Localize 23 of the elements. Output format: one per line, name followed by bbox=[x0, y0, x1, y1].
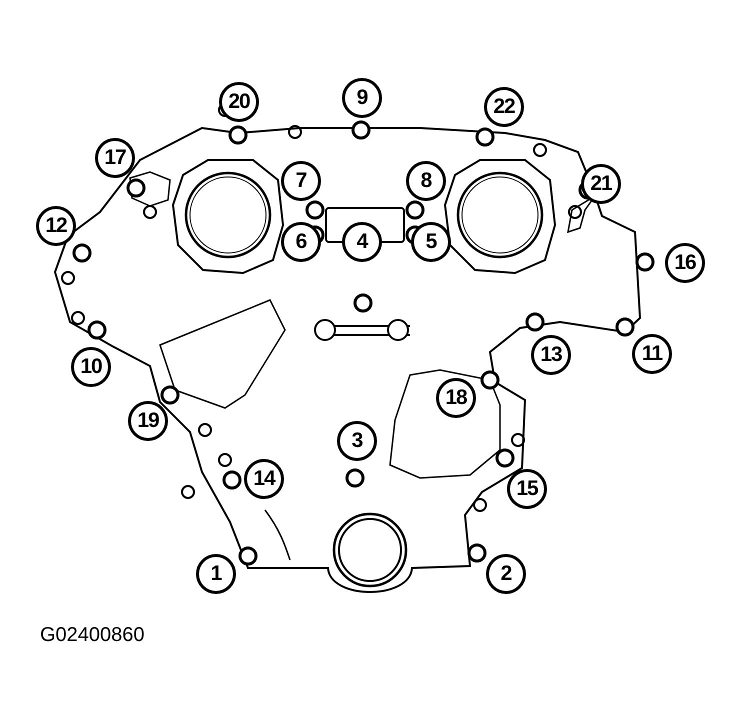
callout-number: 15 bbox=[507, 469, 547, 509]
callout-number: 12 bbox=[36, 206, 76, 246]
callout-number: 7 bbox=[281, 161, 321, 201]
figure-code: G02400860 bbox=[40, 624, 145, 647]
callout-number: 3 bbox=[337, 421, 377, 461]
callout-number: 5 bbox=[411, 222, 451, 262]
callout-number: 21 bbox=[581, 164, 621, 204]
callout-number: 22 bbox=[484, 87, 524, 127]
callout-number: 19 bbox=[128, 401, 168, 441]
callout-number: 11 bbox=[632, 334, 672, 374]
callout-number: 8 bbox=[406, 161, 446, 201]
callout-number: 4 bbox=[342, 222, 382, 262]
callout-number: 14 bbox=[244, 459, 284, 499]
callout-number: 16 bbox=[665, 243, 705, 283]
callout-number: 1 bbox=[196, 554, 236, 594]
callout-number: 17 bbox=[95, 138, 135, 178]
callout-number: 20 bbox=[219, 82, 259, 122]
callout-number: 6 bbox=[281, 222, 321, 262]
callout-number: 18 bbox=[436, 378, 476, 418]
callout-number: 9 bbox=[342, 78, 382, 118]
callout-number: 10 bbox=[71, 347, 111, 387]
callout-number: 13 bbox=[531, 335, 571, 375]
callout-number: 2 bbox=[486, 554, 526, 594]
